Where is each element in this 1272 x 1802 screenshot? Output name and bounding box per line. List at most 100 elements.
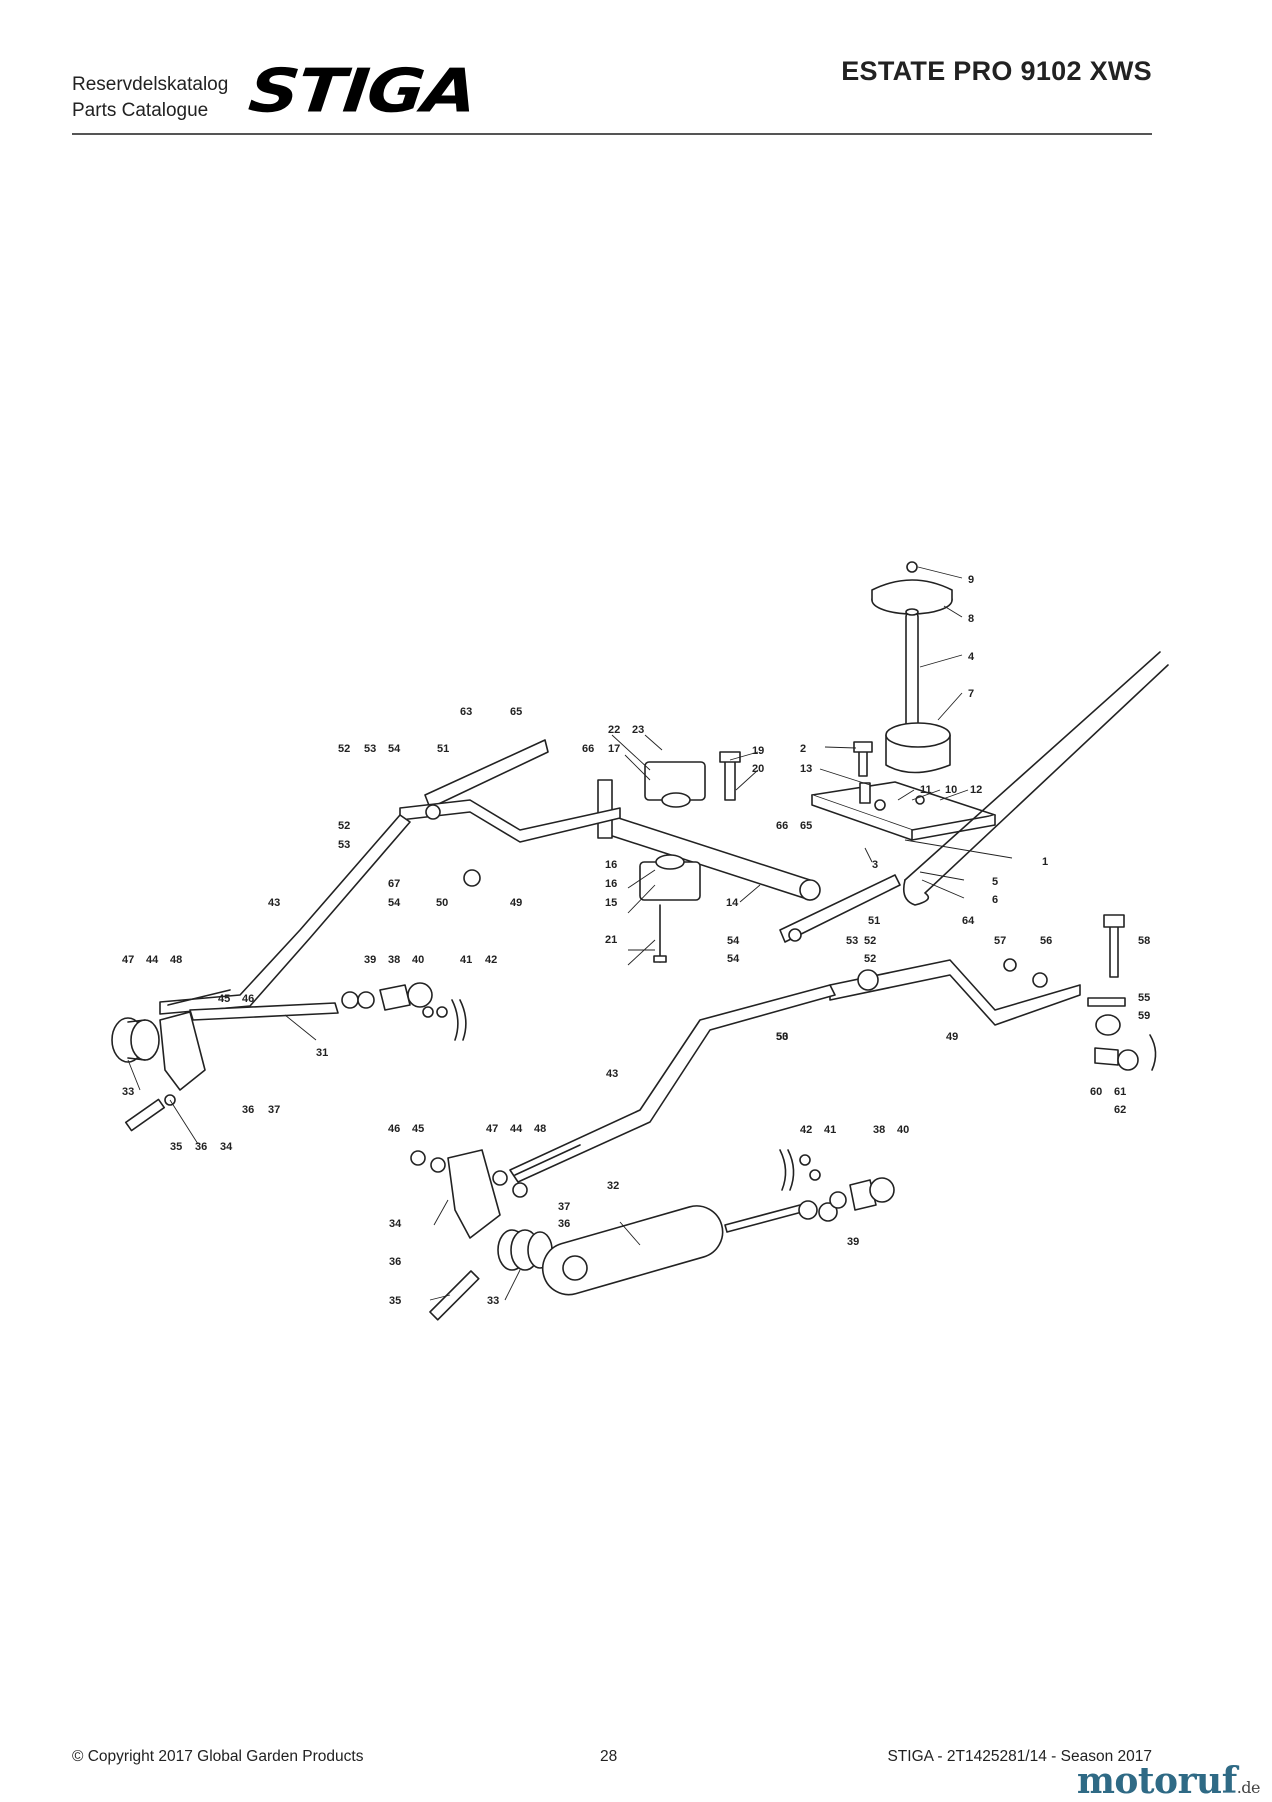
callout-label: 44 — [146, 954, 159, 966]
callout-label: 60 — [1090, 1086, 1102, 1098]
callout-label: 45 — [218, 993, 230, 1005]
callout-label: 63 — [460, 706, 472, 718]
callout-label: 33 — [122, 1086, 134, 1098]
callout-label: 55 — [1138, 992, 1150, 1004]
callout-label: 36 — [195, 1141, 207, 1153]
callout-label: 19 — [752, 745, 764, 757]
callout-label: 48 — [534, 1123, 546, 1135]
callout-label: 42 — [800, 1124, 812, 1136]
callout-label: 13 — [800, 763, 812, 775]
callout-label: 45 — [412, 1123, 424, 1135]
handle-rod — [904, 651, 1169, 894]
callout-label: 49 — [946, 1031, 958, 1043]
watermark-logo: motoruf.de — [1076, 1760, 1261, 1802]
left-lever-upper — [424, 739, 549, 809]
callout-label: 49 — [510, 897, 522, 909]
callout-label: 38 — [873, 1124, 885, 1136]
callout-label: 7 — [968, 688, 974, 700]
callout-label: 43 — [606, 1068, 618, 1080]
callout-label: 42 — [485, 954, 497, 966]
callout-label: 17 — [608, 743, 620, 755]
callout-label: 40 — [897, 1124, 909, 1136]
spindle — [905, 611, 919, 731]
callout-label: 43 — [268, 897, 280, 909]
catalog-label-line2: Parts Catalogue — [72, 100, 209, 121]
callout-label: 8 — [968, 613, 974, 625]
callout-labels: 1 2 3 4 5 6 7 8 9 10 11 12 13 14 15 16 1… — [122, 574, 1150, 1307]
right-pivot-plate — [447, 1149, 501, 1239]
callout-label: 36 — [389, 1256, 401, 1268]
callout-label: 53 — [776, 1031, 788, 1043]
callout-label: 52 — [864, 953, 876, 965]
callout-label: 65 — [800, 820, 812, 832]
callout-label: 50 — [776, 1031, 788, 1043]
callout-label: 23 — [632, 724, 644, 736]
callout-label: 35 — [170, 1141, 182, 1153]
callout-label: 62 — [1114, 1104, 1126, 1116]
callout-label: 52 — [338, 743, 350, 755]
catalog-label: Reservdelskatalog Parts Catalogue — [72, 72, 228, 124]
callout-label: 16 — [605, 859, 617, 871]
footer-copyright: © Copyright 2017 Global Garden Products — [72, 1748, 364, 1765]
callout-label: 39 — [847, 1236, 859, 1248]
callout-label: 36 — [558, 1218, 570, 1230]
left-link-rod — [159, 814, 411, 1015]
callout-label: 37 — [268, 1104, 280, 1116]
callout-label: 64 — [962, 915, 975, 927]
callout-label: 54 — [727, 953, 740, 965]
callout-label: 44 — [510, 1123, 523, 1135]
callout-label: 61 — [1114, 1086, 1126, 1098]
callout-label: 53 — [364, 743, 376, 755]
callout-label: 66 — [776, 820, 788, 832]
callout-label: 59 — [1138, 1010, 1150, 1022]
callout-label: 16 — [605, 878, 617, 890]
callout-label: 35 — [389, 1295, 401, 1307]
callout-label: 47 — [486, 1123, 498, 1135]
callout-label: 52 — [338, 820, 350, 832]
watermark-tld: .de — [1236, 1778, 1261, 1797]
callout-label: 41 — [824, 1124, 836, 1136]
footer-doc-ref: STIGA - 2T1425281/14 - Season 2017 — [887, 1748, 1152, 1765]
callout-label: 56 — [1040, 935, 1052, 947]
callout-label: 6 — [992, 894, 998, 906]
callout-label: 53 — [846, 935, 858, 947]
callout-label: 41 — [460, 954, 472, 966]
callout-label: 36 — [242, 1104, 254, 1116]
callout-label: 65 — [510, 706, 522, 718]
callout-label: 3 — [872, 859, 878, 871]
callout-label: 11 — [920, 784, 932, 796]
left-pivot-plate — [159, 1011, 206, 1091]
adjust-knob-body — [871, 579, 953, 601]
callout-label: 34 — [389, 1218, 402, 1230]
callout-label: 66 — [582, 743, 594, 755]
right-arm-bent — [829, 959, 1081, 1026]
callout-label: 5 — [992, 876, 998, 888]
left-arm-bent — [399, 799, 621, 843]
callout-label: 22 — [608, 724, 620, 736]
callout-label: 67 — [388, 878, 400, 890]
rod-end-lever — [541, 1205, 724, 1296]
callout-label: 46 — [388, 1123, 400, 1135]
callout-label: 20 — [752, 763, 764, 775]
callout-label: 1 — [1042, 856, 1048, 868]
callout-label: 52 — [864, 935, 876, 947]
callout-label: 9 — [968, 574, 974, 586]
callout-label: 4 — [968, 651, 975, 663]
callout-label: 2 — [800, 743, 806, 755]
callout-label: 32 — [607, 1180, 619, 1192]
callout-label: 38 — [388, 954, 400, 966]
callout-label: 34 — [220, 1141, 233, 1153]
callout-label: 58 — [1138, 935, 1150, 947]
callout-label: 37 — [558, 1201, 570, 1213]
callout-label: 15 — [605, 897, 617, 909]
callout-label: 54 — [727, 935, 740, 947]
callout-label: 40 — [412, 954, 424, 966]
page-title: ESTATE PRO 9102 XWS — [841, 56, 1152, 86]
left-threaded-rod — [167, 989, 231, 1006]
callout-label: 57 — [994, 935, 1006, 947]
callout-label: 10 — [945, 784, 957, 796]
callout-label: 33 — [487, 1295, 499, 1307]
callout-label: 54 — [388, 897, 401, 909]
callout-label: 51 — [868, 915, 880, 927]
watermark-name: motoruf — [1076, 1760, 1237, 1802]
